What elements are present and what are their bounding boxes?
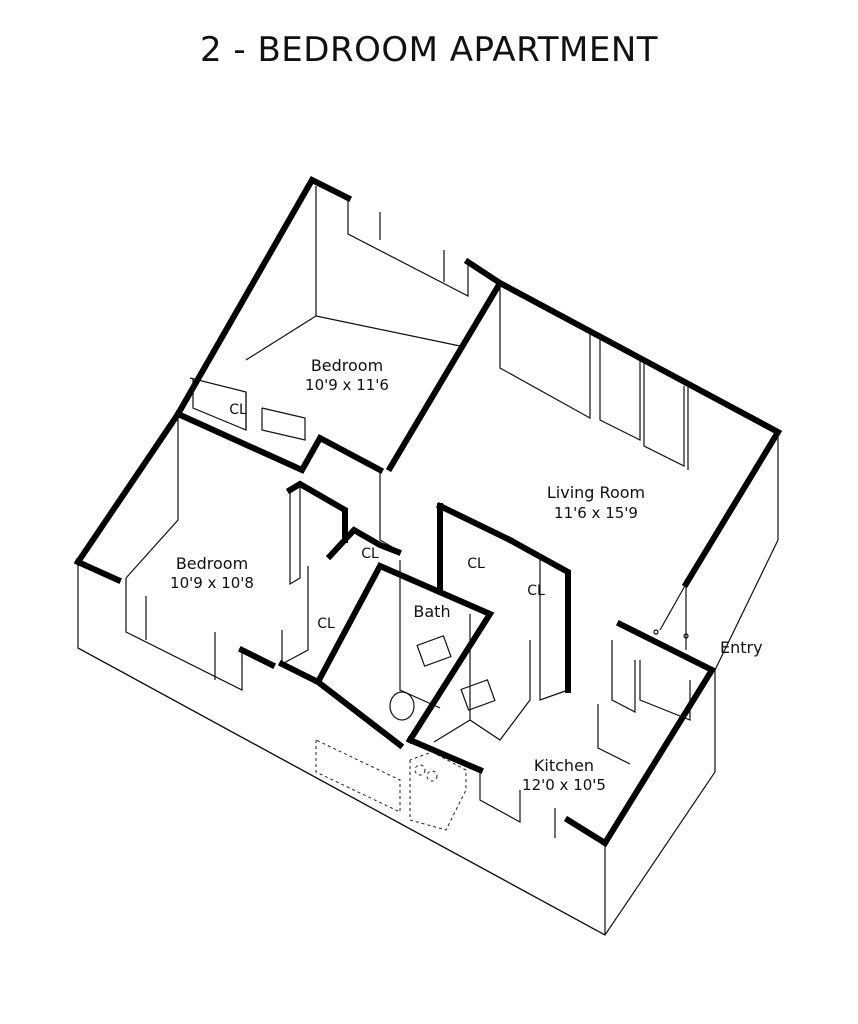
entry-label: Entry: [720, 638, 763, 657]
laundry-dashed-outline: [315, 739, 467, 831]
page-title: 2 - BEDROOM APARTMENT: [199, 30, 659, 70]
living-room-walls: [435, 278, 783, 701]
upper-bedroom-name: Bedroom: [311, 356, 383, 375]
lower-bedroom-name: Bedroom: [176, 554, 248, 573]
living-room-name: Living Room: [547, 483, 645, 502]
upper-closet: [174, 378, 385, 475]
living-room-dims: 11'6 x 15'9: [554, 504, 638, 522]
upper-bedroom-dims: 10'9 x 11'6: [305, 376, 389, 394]
upper-bedroom-walls: [173, 176, 505, 473]
closet-label: CL: [229, 402, 247, 418]
kitchen-name: Kitchen: [534, 756, 594, 775]
kitchen-dims: 12'0 x 10'5: [522, 776, 606, 794]
closet-label: CL: [527, 583, 545, 599]
kitchen-walls: [406, 614, 717, 848]
closet-label: CL: [467, 556, 485, 572]
lower-bedroom-walls: [73, 409, 277, 691]
door-indicators: [653, 584, 689, 650]
outer-base-walls: [77, 562, 716, 936]
closet-label: CL: [317, 616, 335, 632]
lower-bedroom-dims: 10'9 x 10'8: [170, 574, 254, 592]
bath-walls: [313, 560, 495, 750]
hall-closets: [277, 470, 402, 687]
closet-label: CL: [361, 546, 379, 562]
room-labels: Bedroom 10'9 x 11'6 Bedroom 10'9 x 10'8 …: [170, 356, 763, 794]
bath-name: Bath: [413, 602, 450, 621]
